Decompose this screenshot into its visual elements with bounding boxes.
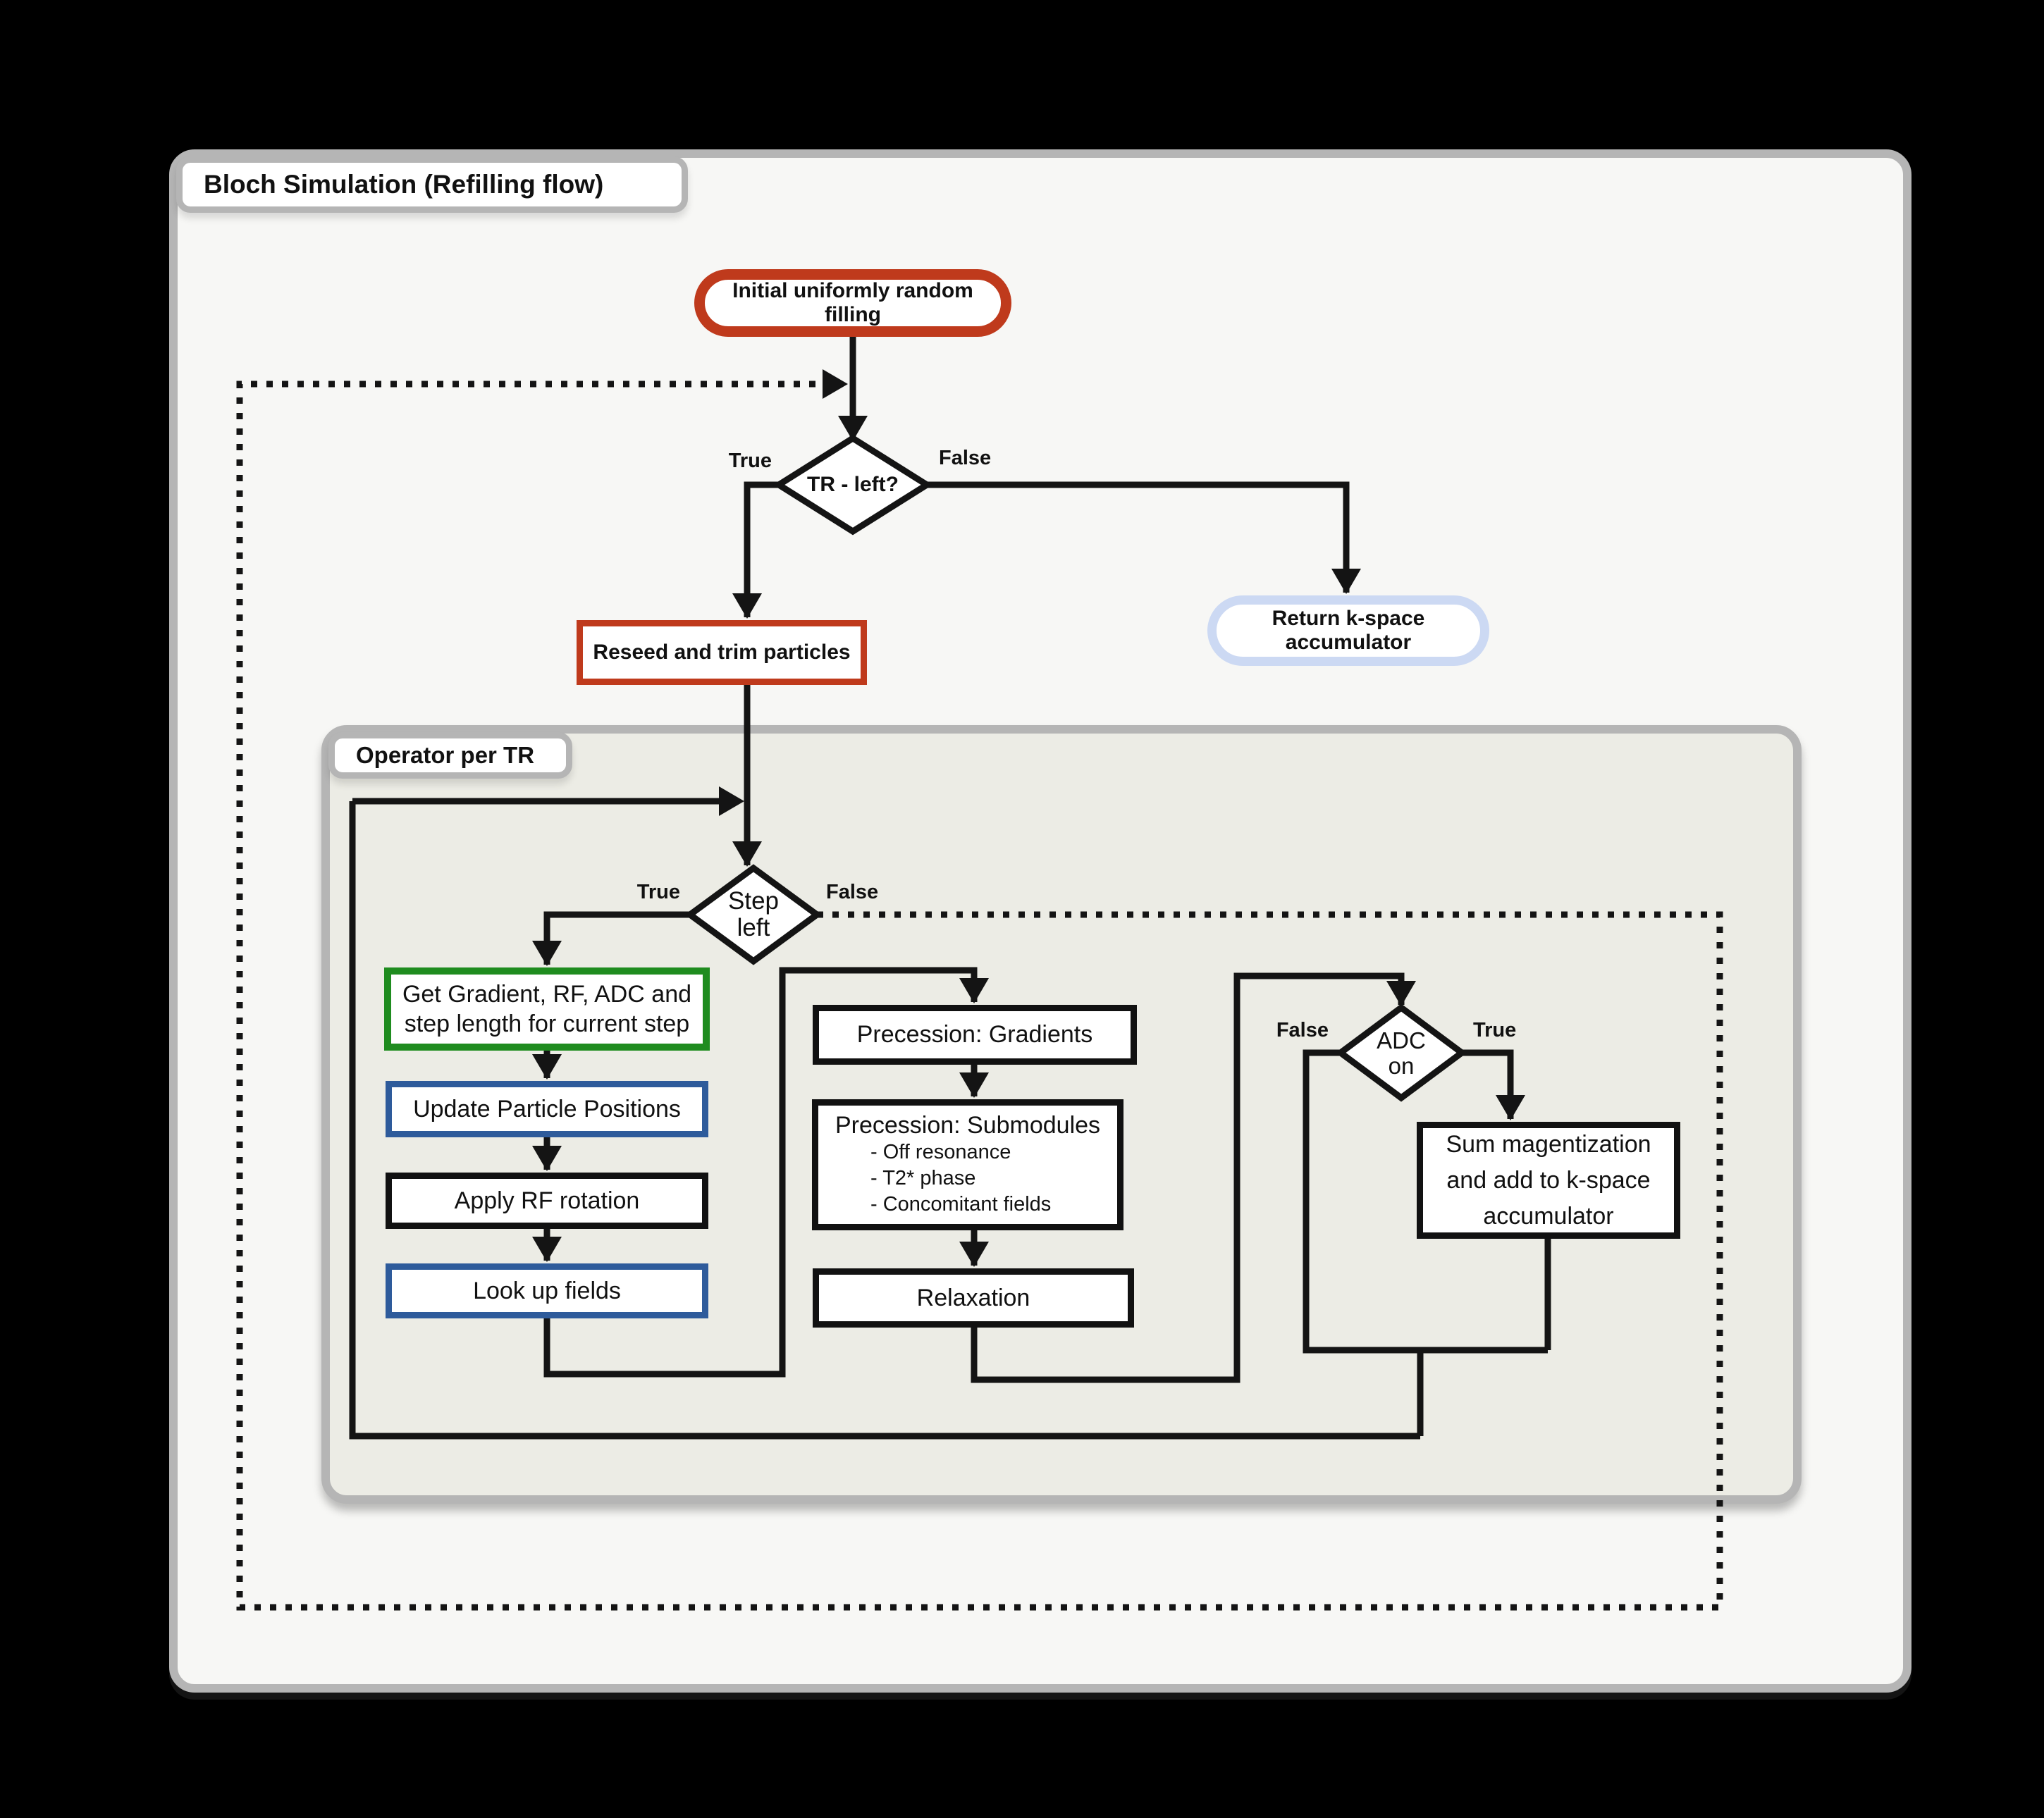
step-false-edge-label: False [826, 881, 879, 903]
tr-true-edge-label: True [728, 450, 772, 472]
tr-left-diamond [772, 434, 933, 536]
precession-gradients-label: Precession: Gradients [856, 1021, 1093, 1048]
relaxation-label: Relaxation [916, 1284, 1030, 1311]
inner-panel-title: Operator per TR [356, 742, 535, 768]
reseed-trim-label: Reseed and trim particles [593, 641, 851, 664]
get-gradient-node: Get Gradient, RF, ADC and step length fo… [384, 967, 710, 1051]
page-title: Bloch Simulation (Refilling flow) [204, 170, 604, 199]
tr-false-edge-label: False [939, 447, 992, 469]
submodule-t2-phase: - T2* phase [870, 1166, 976, 1189]
operator-per-tr-title-tab: Operator per TR [328, 732, 572, 779]
bloch-simulation-title-tab: Bloch Simulation (Refilling flow) [176, 156, 688, 213]
tr-left-label: TR - left? [807, 472, 899, 496]
edge-relax-to-adc [971, 972, 1405, 1383]
edge-adc-true [1462, 1049, 1514, 1119]
edge-lookup-to-precession [543, 967, 978, 1378]
precession-submodules-node: Precession: Submodules - Off resonance -… [812, 1099, 1123, 1230]
initial-filling-label: Initial uniformly random filling [732, 279, 973, 326]
edge-step-true [543, 911, 691, 965]
edge-adc-false [1303, 1049, 1548, 1354]
adc-true-edge-label: True [1473, 1019, 1517, 1041]
reseed-trim-node: Reseed and trim particles [577, 620, 867, 685]
arrowheads [532, 369, 1525, 1267]
apply-rf-node: Apply RF rotation [386, 1173, 708, 1229]
submodule-concomitant-fields: - Concomitant fields [870, 1193, 1052, 1216]
step-true-edge-label: True [636, 881, 680, 903]
precession-submodules-title: Precession: Submodules [835, 1111, 1101, 1139]
return-kspace-label: Return k-space accumulator [1272, 607, 1425, 654]
adc-on-diamond [1335, 1003, 1467, 1102]
update-positions-label: Update Particle Positions [413, 1095, 681, 1123]
relaxation-node: Relaxation [813, 1268, 1134, 1328]
update-positions-node: Update Particle Positions [386, 1081, 708, 1137]
submodule-off-resonance: - Off resonance [870, 1140, 1011, 1163]
edge-tr-false [927, 481, 1350, 593]
edge-tr-true [744, 481, 779, 617]
lookup-fields-label: Look up fields [473, 1277, 621, 1304]
apply-rf-label: Apply RF rotation [454, 1187, 640, 1214]
edge-loop-return [349, 801, 1420, 1440]
step-left-diamond [684, 864, 823, 965]
adc-false-edge-label: False [1276, 1019, 1329, 1041]
precession-gradients-node: Precession: Gradients [813, 1005, 1137, 1065]
adc-on-label: ADC on [1377, 1027, 1426, 1079]
lookup-fields-node: Look up fields [386, 1263, 708, 1318]
initial-filling-node: Initial uniformly random filling [694, 269, 1011, 337]
return-kspace-node: Return k-space accumulator [1207, 595, 1489, 666]
step-left-label: Step left [728, 887, 779, 941]
sum-magnetization-node: Sum magentization and add to k-space acc… [1417, 1122, 1680, 1239]
